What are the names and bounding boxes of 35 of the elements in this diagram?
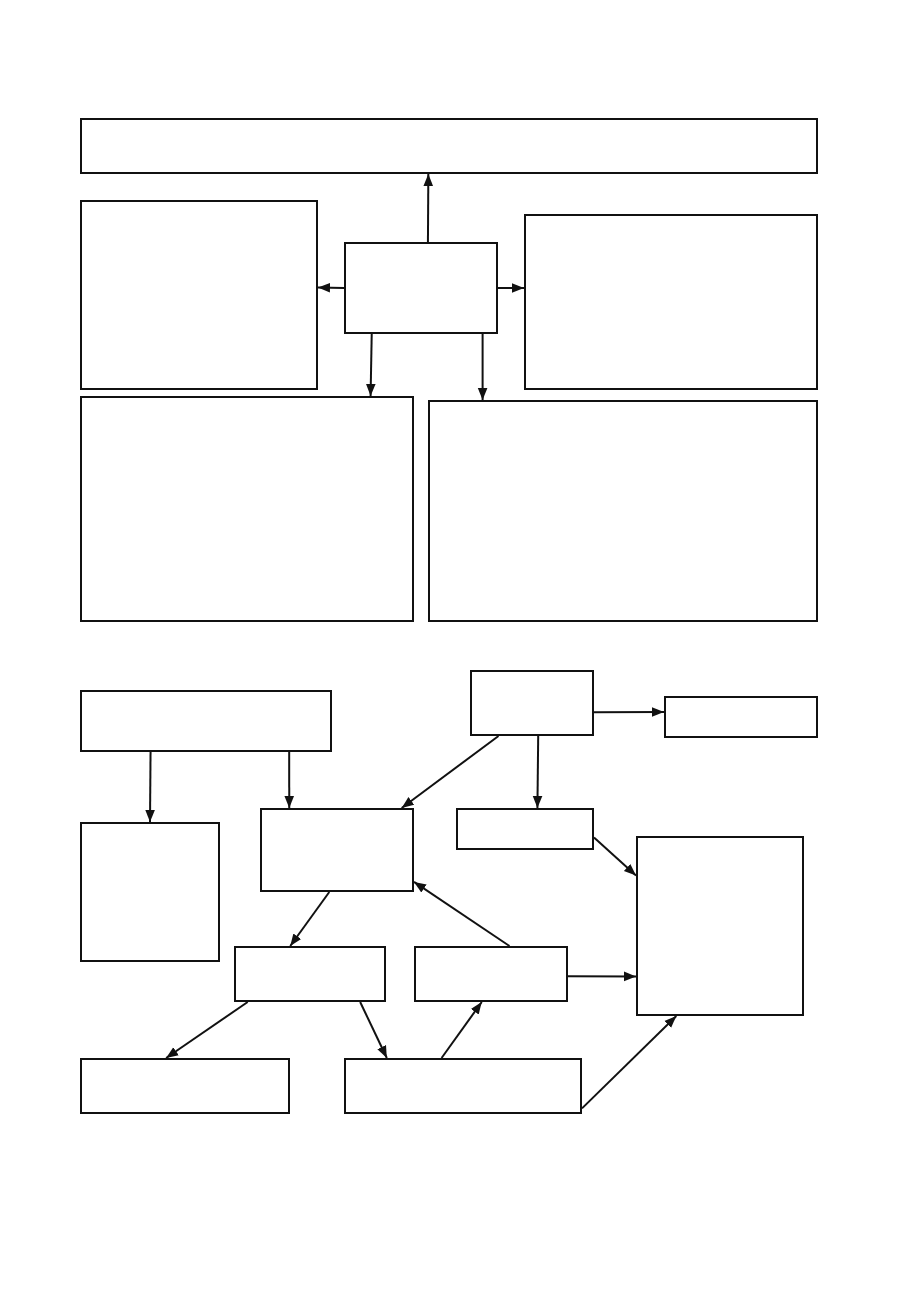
arrow <box>366 333 376 397</box>
empty-box <box>80 1058 290 1114</box>
arrow <box>593 707 665 717</box>
arrow <box>289 891 331 947</box>
empty-box <box>428 400 818 622</box>
arrow <box>581 1015 678 1110</box>
arrow <box>423 173 434 243</box>
arrow <box>165 1001 249 1059</box>
empty-box <box>344 1058 582 1114</box>
empty-box <box>414 946 568 1002</box>
empty-box <box>80 396 414 622</box>
empty-box <box>470 670 594 736</box>
empty-box <box>80 690 332 752</box>
empty-box <box>456 808 594 850</box>
empty-box <box>344 242 498 334</box>
arrow <box>145 751 155 823</box>
arrow <box>567 971 637 982</box>
arrow <box>413 880 511 947</box>
arrow <box>497 283 525 293</box>
arrow <box>532 735 543 809</box>
empty-box <box>524 214 818 390</box>
empty-box <box>80 822 220 962</box>
arrow <box>440 1001 483 1059</box>
empty-box <box>80 118 818 174</box>
arrow <box>477 333 488 401</box>
empty-box <box>636 836 804 1016</box>
empty-box <box>664 696 818 738</box>
arrow <box>593 836 637 877</box>
arrow <box>359 1001 388 1059</box>
arrow <box>317 282 345 293</box>
empty-box <box>80 200 318 390</box>
arrow <box>400 735 500 809</box>
empty-box <box>234 946 386 1002</box>
arrow <box>284 751 295 809</box>
empty-box <box>260 808 414 892</box>
